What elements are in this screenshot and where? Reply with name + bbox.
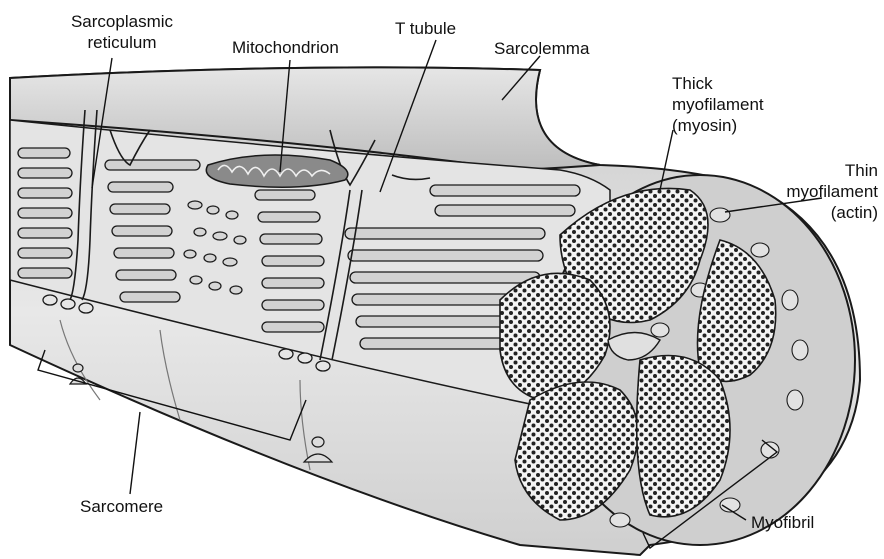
label-t-tubule: T tubule (395, 18, 456, 39)
label-sarcomere: Sarcomere (80, 496, 163, 517)
label-myofibril: Myofibril (751, 512, 814, 533)
myofibril-strands-left (18, 148, 72, 278)
label-sarcolemma: Sarcolemma (494, 38, 589, 59)
label-thin-myofilament: Thin myofilament (actin) (760, 160, 878, 223)
label-mitochondrion: Mitochondrion (232, 37, 339, 58)
label-thick-myofilament: Thick myofilament (myosin) (672, 73, 764, 136)
leader-sarcomere (130, 412, 140, 494)
mitochondrion-shape (206, 155, 348, 187)
label-sarcoplasmic-reticulum: Sarcoplasmic reticulum (52, 11, 192, 53)
